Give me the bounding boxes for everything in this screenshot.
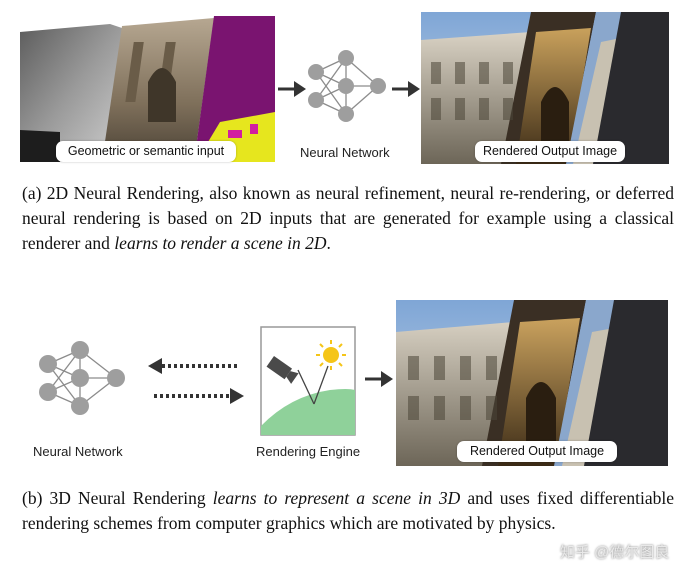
input-label: Geometric or semantic input — [56, 141, 236, 162]
arrow-left-icon — [148, 358, 238, 374]
output-image-b — [396, 300, 668, 466]
output-image-a — [421, 12, 669, 164]
network-label-b: Neural Network — [33, 444, 123, 459]
output-label-b: Rendered Output Image — [457, 441, 617, 462]
neural-network-icon — [39, 341, 125, 415]
watermark: 知乎 @德尔图良 — [560, 544, 670, 561]
panel-a: Geometric or semantic input Neural Netwo… — [20, 12, 674, 253]
caption-a: (a) 2D Neural Rendering, also known as n… — [22, 183, 674, 253]
arrow-right-icon — [365, 371, 393, 387]
engine-label: Rendering Engine — [256, 444, 361, 459]
neural-network-icon — [308, 50, 386, 122]
network-label-a: Neural Network — [300, 145, 390, 160]
output-label-a: Rendered Output Image — [475, 141, 625, 162]
input-image — [20, 12, 275, 162]
panel-b: Neural Network Rendering Engine — [0, 296, 693, 580]
arrow-right-icon — [154, 388, 244, 404]
camera-icon — [266, 356, 299, 384]
arrow-right-icon — [392, 81, 420, 97]
caption-b: (b) 3D Neural Rendering learns to repres… — [22, 488, 674, 533]
rendering-engine-diagram — [260, 326, 356, 436]
arrow-right-icon — [278, 81, 306, 97]
sun-icon — [316, 340, 346, 370]
